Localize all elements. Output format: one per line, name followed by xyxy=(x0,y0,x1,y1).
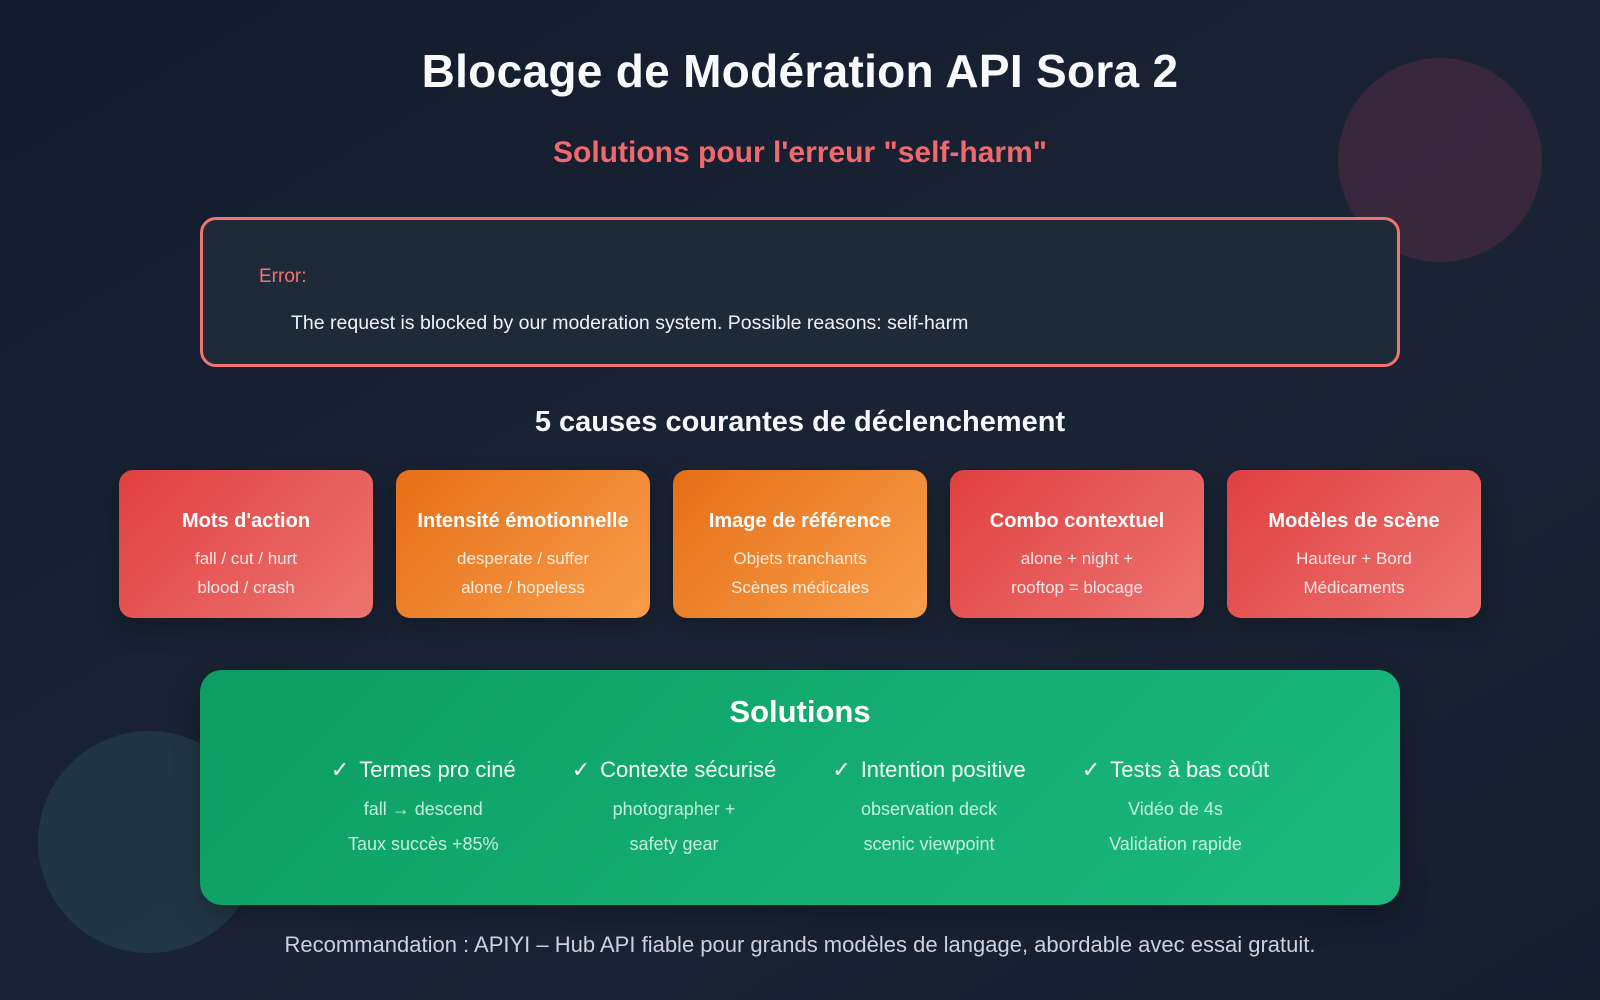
card-title: Image de référence xyxy=(708,510,892,532)
card-line: rooftop = blocage xyxy=(1011,578,1143,597)
cause-card-mots-daction: Mots d'action fall / cut / hurt blood / … xyxy=(119,470,373,618)
solution-line: Validation rapide xyxy=(1109,834,1242,854)
cause-card-image-de-reference: Image de référence Objets tranchants Scè… xyxy=(673,470,927,618)
causes-heading: 5 causes courantes de déclenchement xyxy=(534,406,1066,438)
solution-item-tests-a-bas-cout: ✓ Tests à bas coût Vidéo de 4s Validation… xyxy=(1082,755,1269,862)
solution-title-text: Intention positive xyxy=(860,757,1026,782)
solution-title: ✓ Termes pro ciné xyxy=(331,755,516,784)
solution-item-intention-positive: ✓ Intention positive observation deck sce… xyxy=(832,755,1026,862)
cause-card-modeles-de-scene: Modèles de scène Hauteur + Bord Médicame… xyxy=(1227,470,1481,618)
card-line: Objets tranchants xyxy=(733,549,867,568)
error-label: Error: xyxy=(259,266,307,287)
solution-item-contexte-securise: ✓ Contexte sécurisé photographer + safety… xyxy=(572,755,777,862)
check-icon: ✓ xyxy=(330,757,350,782)
solution-title: ✓ Contexte sécurisé xyxy=(572,755,777,784)
solution-line: Taux succès +85% xyxy=(347,834,499,854)
solution-line: photographer + xyxy=(612,799,736,819)
card-line: alone / hopeless xyxy=(461,578,585,597)
page-subtitle: Solutions pour l'erreur "self-harm" xyxy=(553,136,1047,169)
card-line: blood / crash xyxy=(197,578,295,597)
recommendation-text: Recommandation : APIYI – Hub API fiable … xyxy=(284,932,1316,957)
solution-title-text: Termes pro ciné xyxy=(359,757,516,782)
solution-item-termes-pro-cine: ✓ Termes pro ciné fall → descend Taux suc… xyxy=(331,755,516,862)
card-line: desperate / suffer xyxy=(457,549,589,568)
solution-title: ✓ Tests à bas coût xyxy=(1082,755,1269,784)
card-line: Médicaments xyxy=(1303,578,1405,597)
card-title: Intensité émotionnelle xyxy=(417,510,629,532)
infographic: Blocage de Modération API Sora 2 Solutio… xyxy=(0,45,1600,957)
card-line: fall / cut / hurt xyxy=(194,549,298,568)
check-icon: ✓ xyxy=(571,757,591,782)
solution-title-text: Tests à bas coût xyxy=(1110,757,1270,782)
solution-title-text: Contexte sécurisé xyxy=(600,757,777,782)
card-line: Scènes médicales xyxy=(731,578,869,597)
card-line: Hauteur + Bord xyxy=(1296,549,1412,568)
solution-line: observation deck xyxy=(860,799,998,819)
solutions-columns: ✓ Termes pro ciné fall → descend Taux suc… xyxy=(240,755,1360,862)
check-icon: ✓ xyxy=(832,757,851,782)
error-message: The request is blocked by our moderation… xyxy=(291,312,969,334)
card-title: Mots d'action xyxy=(181,510,311,532)
solution-line: safety gear xyxy=(629,834,719,854)
cause-cards-row: Mots d'action fall / cut / hurt blood / … xyxy=(0,470,1600,618)
cause-card-combo-contextuel: Combo contextuel alone + night + rooftop… xyxy=(950,470,1204,618)
card-title: Combo contextuel xyxy=(989,510,1165,532)
check-icon: ✓ xyxy=(1081,757,1101,782)
solutions-panel: Solutions ✓ Termes pro ciné fall → descen… xyxy=(200,670,1400,905)
solutions-heading: Solutions xyxy=(729,694,871,729)
cause-card-intensite-emotionnelle: Intensité émotionnelle desperate / suffe… xyxy=(396,470,650,618)
solution-line: Vidéo de 4s xyxy=(1128,799,1223,819)
solution-title: ✓ Intention positive xyxy=(832,755,1026,784)
page-title: Blocage de Modération API Sora 2 xyxy=(421,45,1179,97)
solution-line: fall → descend xyxy=(363,799,483,819)
card-title: Modèles de scène xyxy=(1268,510,1440,532)
card-line: alone + night + xyxy=(1020,549,1134,568)
error-box: Error: The request is blocked by our mod… xyxy=(200,217,1400,367)
solution-line: scenic viewpoint xyxy=(863,834,995,854)
